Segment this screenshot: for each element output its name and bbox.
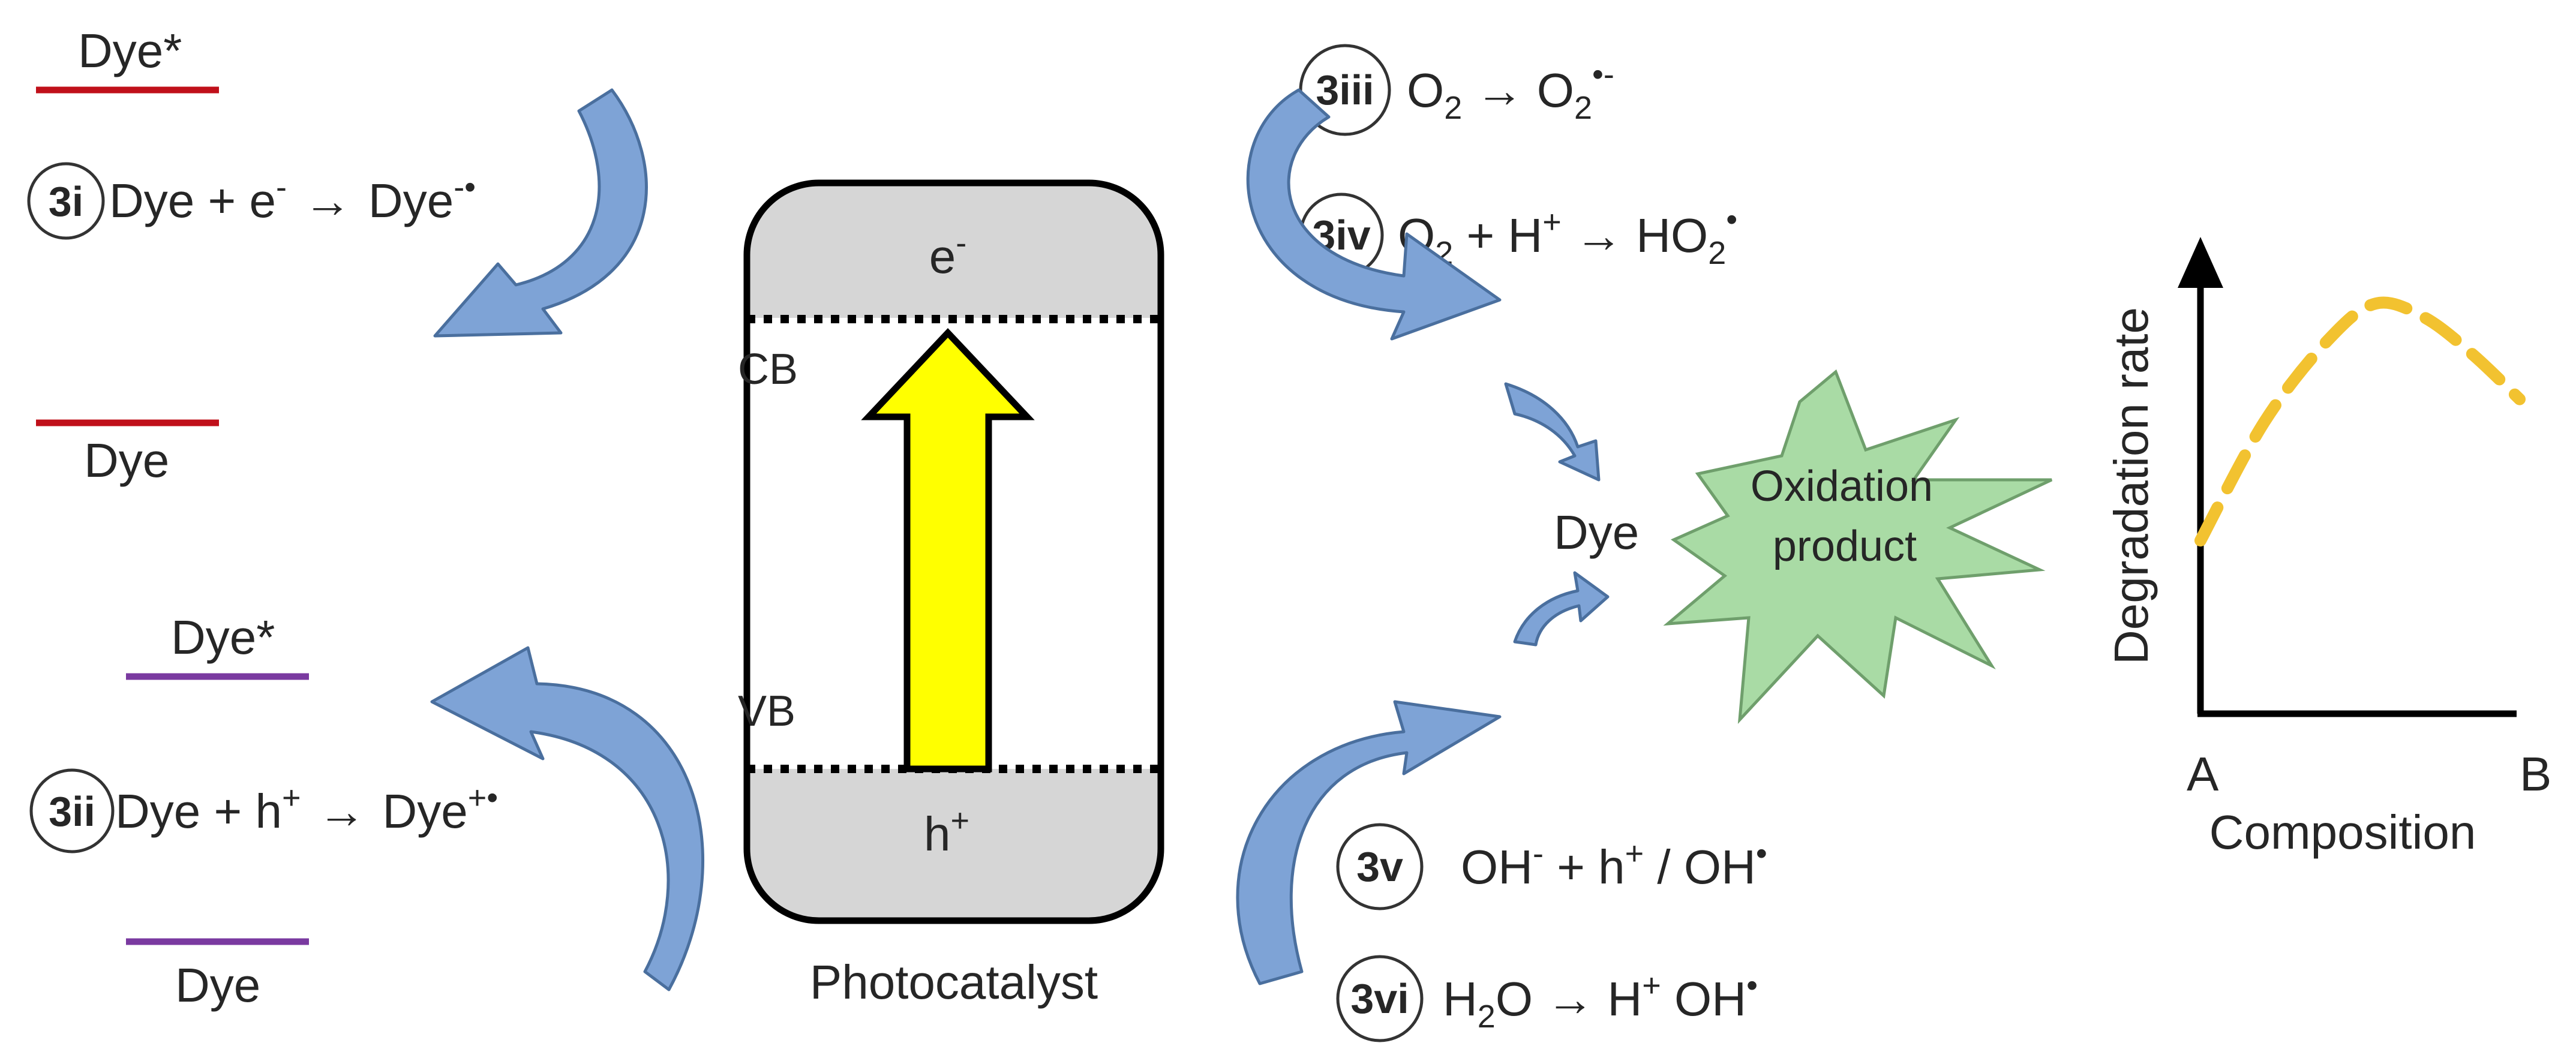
reaction-3i-lhs: Dye + e: [109, 174, 276, 227]
chart-x-tick-b: B: [2520, 747, 2551, 801]
reaction-3ii-rhs: Dye: [382, 785, 467, 838]
vb-label: VB: [738, 687, 795, 735]
reaction-3i-equation: Dye + e-→ Dye-•: [109, 169, 476, 227]
reaction-3i-rhs-sup: -•: [454, 169, 476, 205]
conduction-band-fill: [747, 183, 1161, 318]
reaction-3vi-equation: H2O → H+ OH•: [1443, 967, 1758, 1035]
chart-x-axis-label: Composition: [2209, 805, 2476, 859]
left-bottom-group: Dye* Dye 3ii Dye + h+→Dye+•: [29, 611, 705, 1012]
reaction-tag-circle-3v: [1336, 823, 1424, 910]
reaction-3ii-lhs-sup: +: [282, 780, 301, 816]
cb-label: CB: [738, 345, 798, 393]
chart-series-rate-curve: [2194, 296, 2526, 547]
small-arrow-to-dye-top: [1504, 382, 1601, 482]
photocatalyst-group: e- h+ CB VB Photocatalyst: [738, 179, 1164, 1009]
left-top-group: Dye* Dye 3i Dye + e-→Dye-•: [27, 24, 648, 487]
oxidation-star: [1663, 369, 2053, 725]
degradation-chart: Degradation rate A B Composition: [2104, 237, 2551, 859]
reaction-tag-3i: 3i: [49, 178, 83, 225]
dye-star-label-bottom: Dye*: [171, 611, 275, 664]
reaction-3ii-equation: Dye + h+ → Dye+•: [115, 780, 498, 838]
reaction-3ii-rhs-sup: +•: [468, 780, 498, 816]
hole-label: h+: [924, 802, 969, 861]
chart-x-tick-a: A: [2187, 747, 2219, 801]
dye-label-top: Dye: [84, 434, 169, 487]
photocatalyst-label: Photocatalyst: [810, 955, 1098, 1009]
reaction-tag-circle-3i: [27, 162, 105, 240]
reaction-3i-lhs-sup: -: [276, 169, 287, 205]
oxidation-line2: product: [1773, 522, 1917, 570]
dye-center-label: Dye: [1554, 506, 1639, 559]
reaction-3iii-equation: O2 → O2•-: [1407, 56, 1614, 126]
curved-arrow-top-right: [1246, 88, 1502, 341]
excitation-arrow: [861, 327, 1035, 773]
reaction-tag-3ii: 3ii: [49, 788, 95, 835]
small-arrow-to-dye-bottom: [1513, 571, 1610, 647]
reaction-3i-rhs: Dye: [368, 174, 454, 227]
oxidation-line1: Oxidation: [1751, 462, 1933, 510]
electron-label: e-: [929, 225, 966, 283]
reaction-tag-circle-3ii: [29, 768, 115, 853]
reaction-tag-3vi: 3vi: [1350, 975, 1409, 1022]
right-reactions-group: 3iii O2 → O2•- 3iv O2 + H+ → HO2• 3v OH-…: [1236, 44, 2053, 1042]
photocatalyst-body: [743, 179, 1164, 924]
curved-arrow-top-left: [433, 88, 648, 338]
chart-y-axis-label: Degradation rate: [2104, 307, 2158, 665]
curved-arrow-bottom-left: [430, 646, 705, 991]
reaction-3v-equation: OH- + h+ / OH•: [1461, 835, 1767, 894]
reaction-3ii-arrow: →: [317, 785, 365, 838]
valence-band-fill: [747, 769, 1161, 921]
reaction-3i-arrow: →: [304, 174, 352, 227]
dye-label-bottom: Dye: [175, 958, 260, 1012]
reaction-3ii-lhs: Dye + h: [115, 785, 282, 838]
reaction-3iv-equation: O2 + H+ → HO2•: [1398, 202, 1737, 271]
chart-y-axis-arrowhead: [2178, 237, 2223, 288]
reaction-tag-circle-3vi: [1336, 955, 1424, 1042]
dye-star-label-top: Dye*: [78, 24, 182, 77]
reaction-tag-3iii: 3iii: [1316, 67, 1374, 113]
reaction-tag-3v: 3v: [1356, 843, 1403, 890]
curved-arrow-bottom-right: [1236, 700, 1502, 985]
